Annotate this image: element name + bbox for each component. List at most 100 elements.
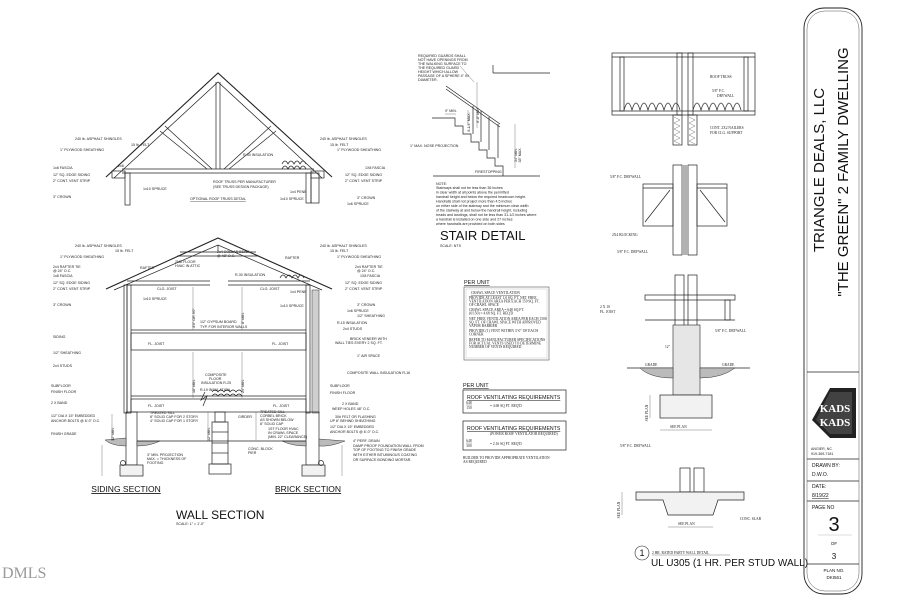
page-no-label: PAGE NO [812, 505, 835, 511]
ventilation-label: NET FREE VENTILATION AREA PER EACH 1500 [469, 317, 547, 321]
page-no: 3 [828, 514, 839, 536]
stair-label: on either side of the stairway and the m… [436, 204, 528, 208]
wall-section-label: 240 lb. ASPHALT SHINGLES [320, 244, 367, 248]
stair-label: REQUIRED GUARDS SHALL [418, 54, 466, 58]
of-label: OF [831, 541, 838, 546]
wall-section-label: 1x8 FASCIA [53, 274, 73, 278]
ventilation-label: CRAWL SPACE AREA = 648 SQ.FT. [469, 308, 524, 312]
stair-detail-title: STAIR DETAIL [440, 228, 525, 243]
wall-section-label: 1ST FLOOR HVAC [268, 427, 299, 431]
ventilation-label: PROVIDE AT LEAST 1.0 SQ. FT. NET FREE [469, 296, 537, 300]
wall-section-label: 8'0" OR 9'0" [0, 0, 20, 1]
truss-label: 1x8 FASCIA [53, 166, 73, 170]
wall-section-label: 8" SOLID CAP [260, 422, 284, 426]
party-wall-detail-subtitle: UL U305 (1 HR. PER STUD WALL) [651, 558, 808, 569]
wall-section-label: FL. JOIST [272, 342, 289, 346]
wall-section-label: TYP. FOR INTERIOR WALLS [200, 325, 248, 329]
wall-section-label: 240 lb. ASPHALT SHINGLES [75, 244, 122, 248]
wall-section-label: 1" AIR SPACE [357, 354, 381, 358]
date-label: DATE: [812, 484, 826, 490]
truss-label: 2" CONT. VENT STRIP [53, 179, 91, 183]
wall-section-label: 30# FELT OR FLASHING [335, 415, 376, 419]
party-wall-label: SEE PLAN [645, 404, 649, 421]
wall-section-label: 1/2" GYPSUM BOARD [200, 320, 237, 324]
truss-label: R-30 INSULATION [243, 153, 273, 157]
party-wall-label: DRYWALL [717, 94, 734, 98]
optional-roof-truss-detail [105, 72, 333, 206]
truss-label: 1x10 SPRUCE [280, 197, 304, 201]
wall-section-label: GIRDER [238, 415, 252, 419]
truss-label: 2x8 [118, 164, 124, 168]
wall-section-label: FL. JOIST [273, 404, 290, 408]
wall-section-label: WALL TIES EVERY 2 SQ. FT. [335, 341, 383, 345]
company-name: TRIANGLE DEALS, LLC [811, 88, 828, 252]
roof1-result: = 4.68 SQ FT. REQ'D [490, 404, 522, 408]
drawn-by-label: DRAWN BY: [812, 463, 840, 469]
wall-section-label: 1x4 PENE [290, 290, 307, 294]
wall-section-label: 8" SOLID CAP FOR 2 STORY [150, 415, 199, 419]
truss-label: 1X8 FASCIA [365, 166, 386, 170]
wall-section-label: RAFTER [285, 256, 300, 260]
party-wall-label: ROOF TRUSS [710, 75, 732, 79]
wall-section-label: 8" MIN. [241, 312, 245, 324]
ventilation-label: BUILDER TO PROVIDE APPROPRIATE VENTILATI… [463, 456, 550, 460]
ventilation-label: (6/150) = 4.68 SQ. FT. REQ'D [469, 312, 514, 316]
wall-section-label: 3" MIN. PROJECTION [147, 453, 183, 457]
wall-section-label: 3" CROWN [357, 303, 376, 307]
stair-label: NOT HAVE OPENINGS FROM [418, 58, 468, 62]
stair-label: DIAMETER. [418, 78, 438, 82]
party-wall-label: SEE PLAN [617, 501, 621, 518]
stair-label: 8-1/4" MAX. [467, 112, 471, 131]
page-total: 3 [832, 552, 837, 561]
stair-label: HEIGHT WHICH ALLOW [418, 70, 459, 74]
wall-section-label: 2x4 COLLAR BEAM [217, 250, 249, 254]
wall-section-label: FINISH FLOOR [330, 391, 356, 395]
wall-section-label: FINISH GRADE [51, 432, 77, 436]
wall-section-label: 2" CONT. VENT STRIP [53, 287, 91, 291]
stair-label: 34" MIN. [514, 148, 518, 162]
wall-section-label: 12" MIN. [207, 427, 211, 441]
date: 8/19/22 [812, 493, 829, 499]
ventilation-label: REFER TO MANUFACTURER SPECIFICATIONS [469, 338, 545, 342]
wall-section-label: 12" MIN. [111, 427, 115, 441]
roof-vent-title-2: ROOF VENTILATING REQUIREMENTS [467, 426, 561, 432]
wall-section-scale: SCALE: 1" = 1'-0" [176, 522, 205, 526]
stair-label: a handrail is installed on one side and … [436, 218, 513, 222]
wall-section-label: FINISH FLOOR [51, 390, 77, 394]
party-wall-label: 5/8" F.C. DRYWALL [617, 250, 648, 254]
wall-section-label: 18" MIN. [192, 379, 196, 393]
roof-per-unit: PER UNIT [463, 383, 489, 389]
truss-label: 1x6 SPRUCE [347, 202, 369, 206]
party-wall-label: GRADE [645, 363, 658, 367]
phone: 919-369-7181 [811, 452, 833, 456]
wall-section-label: SUBFLOOR [330, 384, 350, 388]
stair-label: PASSAGE OF A SPHERE 4" IN [418, 74, 469, 78]
wall-section-label: 1x10 SPRUCE [280, 304, 304, 308]
wall-section-label: MAX. = THICKNESS OF [147, 457, 187, 461]
wall-section-label: 2x4 STUDS [343, 327, 363, 331]
stair-label: Stairways shall not be less than 36 inch… [436, 186, 503, 190]
stair-label: handrail height and below the required h… [436, 195, 526, 199]
truss-label: 1x10 SPRUCE [143, 187, 167, 191]
truss-label: 1" PLYWOOD SHEATHING [60, 148, 104, 152]
wall-section-label: WEEP HOLES 48" O.C. [332, 407, 370, 411]
party-wall-label: 5/8" F.C. DRYWALL [620, 444, 651, 448]
wall-section-label: COMPOSITE [205, 373, 227, 377]
wall-section-label: R-19 INSULATION [200, 388, 230, 392]
truss-label: 12" SQ. EDGE SIDING [345, 173, 382, 177]
wall-section-label: 4" PERF. DRAIN [353, 439, 380, 443]
kads-logo: KADS KADS [812, 388, 856, 438]
party-wall-label: 2X4 BLOCKING [612, 233, 638, 237]
wall-section-label: R-30 INSULATION [235, 273, 265, 277]
roof2-numerator: 648 [466, 439, 472, 443]
truss-label: 3" CROWN [53, 195, 72, 199]
crawl-vent-title: CRAWL SPACE VENTILATION [471, 291, 520, 295]
ventilation-label: CORNER [469, 333, 484, 337]
party-wall-detail-title: 2 HR. RATED PARTY WALL DETAIL [652, 551, 709, 555]
truss-label: (SEE TRUSS DESIGN PACKAGE) [213, 185, 269, 189]
wall-section-label: CONC. BLOCK [248, 447, 273, 451]
party-wall-label: GRADE [722, 363, 735, 367]
logo-text: KADS [820, 403, 851, 415]
stair-label: 1" MAX. NOSE PROJECTION [410, 144, 459, 148]
